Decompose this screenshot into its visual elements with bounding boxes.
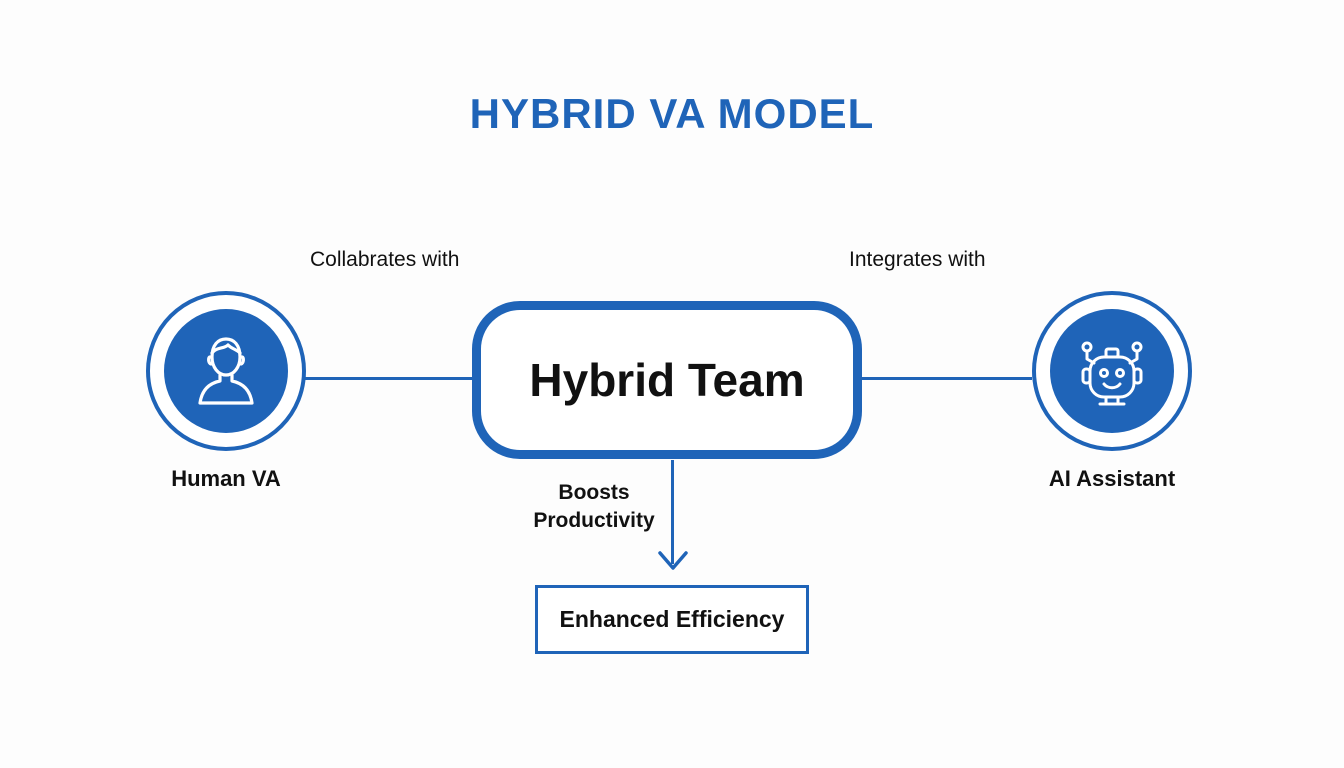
enhanced-efficiency-label: Enhanced Efficiency: [559, 606, 785, 632]
edge-label-collaborates: Collabrates with: [310, 248, 460, 271]
ai-assistant-label: AI Assistant: [1048, 466, 1176, 491]
ai-assistant-badge: [1050, 309, 1174, 433]
edge-label-boosts-line1: Boosts: [558, 481, 630, 504]
diagram-title: HYBRID VA MODEL: [469, 90, 875, 137]
edge-label-boosts-line2: Productivity: [533, 509, 655, 532]
human-va-badge: [164, 309, 288, 433]
person-icon: [198, 337, 254, 405]
hybrid-team-label: Hybrid Team: [529, 354, 805, 406]
connector-hub-to-result: [671, 460, 674, 564]
enhanced-efficiency-node: Enhanced Efficiency: [535, 585, 809, 654]
connector-human-to-hub: [305, 377, 473, 380]
human-va-node: [146, 291, 306, 451]
edge-label-integrates: Integrates with: [849, 248, 986, 271]
human-va-label: Human VA: [171, 466, 281, 491]
connector-ai-to-hub: [862, 377, 1032, 380]
ai-assistant-node: [1032, 291, 1192, 451]
hybrid-team-node: Hybrid Team: [472, 301, 862, 459]
arrow-down-icon: [658, 551, 688, 570]
edge-label-boosts: Boosts Productivity: [500, 479, 688, 535]
robot-icon: [1081, 341, 1143, 406]
